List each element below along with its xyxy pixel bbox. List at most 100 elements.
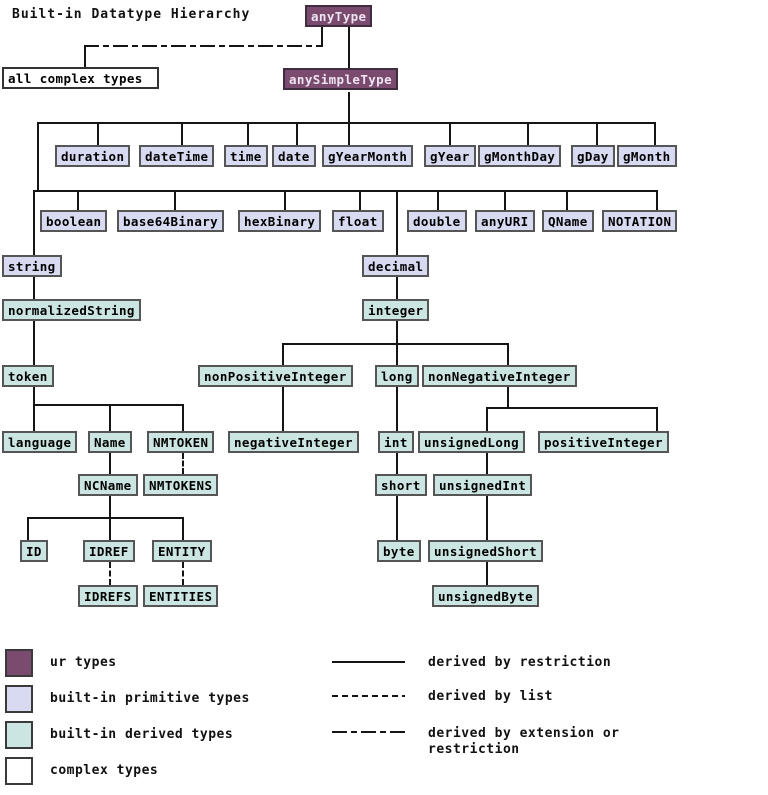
connector-line	[27, 517, 29, 540]
connector-line	[84, 46, 86, 68]
node-string: string	[2, 255, 62, 277]
connector-line	[486, 453, 488, 474]
connector-bus	[33, 404, 184, 406]
connector-line	[396, 343, 398, 365]
node-int: int	[378, 431, 414, 453]
connector-line	[181, 122, 183, 145]
node-gYear: gYear	[424, 145, 476, 167]
connector-line	[282, 387, 284, 431]
connector-line	[396, 190, 398, 255]
node-anyType: anyType	[305, 5, 373, 27]
node-Name: Name	[88, 431, 132, 453]
legend-line-dashdot	[332, 731, 405, 733]
connector-dashed-line	[182, 562, 184, 585]
node-duration: duration	[55, 145, 131, 167]
connector-line	[596, 122, 598, 145]
node-dateTime: dateTime	[139, 145, 215, 167]
connector-line	[359, 190, 361, 210]
connector-line	[507, 387, 509, 408]
diagram-title: Built-in Datatype Hierarchy	[12, 7, 251, 22]
legend-label-complex-types: complex types	[50, 763, 159, 778]
connector-dashed-line	[109, 562, 111, 585]
legend-label-primitive-types: built-in primitive types	[50, 691, 250, 706]
node-unsignedLong: unsignedLong	[418, 431, 526, 453]
connector-line	[348, 26, 350, 68]
node-ENTITIES: ENTITIES	[143, 585, 219, 607]
node-gMonthDay: gMonthDay	[478, 145, 562, 167]
node-hexBinary: hexBinary	[238, 210, 322, 232]
connector-line	[109, 453, 111, 474]
connector-line	[656, 407, 658, 431]
connector-line	[77, 190, 79, 210]
connector-bus	[27, 517, 184, 519]
connector-line	[396, 387, 398, 431]
connector-line	[33, 404, 35, 431]
legend-label-extension-or-restriction: derived by extension or restriction	[428, 726, 620, 757]
node-unsignedShort: unsignedShort	[428, 540, 544, 562]
connector-line	[486, 407, 488, 431]
connector-line	[284, 190, 286, 210]
node-float: float	[332, 210, 384, 232]
connector-line	[348, 92, 350, 123]
connector-line	[321, 26, 323, 47]
node-gYearMonth: gYearMonth	[322, 145, 414, 167]
connector-dashed-line	[182, 453, 184, 474]
connector-line	[174, 190, 176, 210]
connector-line	[97, 122, 99, 145]
connector-line	[656, 190, 658, 210]
connector-line	[182, 404, 184, 431]
connector-line	[33, 190, 35, 255]
connector-line	[486, 562, 488, 585]
connector-line	[486, 496, 488, 540]
legend-swatch-primitive-types	[5, 685, 33, 713]
node-integer: integer	[362, 299, 430, 321]
connector-line	[182, 517, 184, 540]
node-language: language	[2, 431, 78, 453]
node-short: short	[375, 474, 427, 496]
node-nonPositiveInteger: nonPositiveInteger	[198, 365, 353, 387]
node-anySimpleType: anySimpleType	[283, 68, 399, 90]
node-boolean: boolean	[40, 210, 108, 232]
connector-bus	[486, 407, 658, 409]
legend-label-ur-types: ur types	[50, 655, 117, 670]
node-double: double	[407, 210, 467, 232]
connector-line	[33, 277, 35, 299]
node-QName: QName	[542, 210, 594, 232]
legend-swatch-derived-types	[5, 721, 33, 749]
connector-line	[396, 453, 398, 474]
legend-label-restriction: derived by restriction	[428, 655, 612, 670]
node-NMTOKENS: NMTOKENS	[143, 474, 219, 496]
node-IDREF: IDREF	[83, 540, 135, 562]
node-normalizedString: normalizedString	[2, 299, 141, 321]
node-negativeInteger: negativeInteger	[228, 431, 359, 453]
connector-line	[109, 496, 111, 518]
node-gMonth: gMonth	[617, 145, 677, 167]
connector-line	[33, 321, 35, 365]
node-long: long	[375, 365, 419, 387]
node-anyURI: anyURI	[475, 210, 535, 232]
node-ID: ID	[20, 540, 48, 562]
connector-bus	[282, 343, 509, 345]
node-NCName: NCName	[78, 474, 138, 496]
connector-bus	[37, 122, 656, 124]
node-unsignedByte: unsignedByte	[432, 585, 540, 607]
connector-line	[348, 122, 350, 145]
node-all-complex-types: all complex types	[2, 67, 159, 89]
connector-line	[566, 190, 568, 210]
legend-swatch-ur-types	[5, 649, 33, 677]
connector-line	[507, 343, 509, 365]
connector-line	[527, 122, 529, 145]
node-nonNegativeInteger: nonNegativeInteger	[422, 365, 577, 387]
connector-line	[37, 122, 39, 191]
legend-line-solid	[332, 661, 405, 663]
connector-line	[33, 387, 35, 405]
connector-line	[282, 343, 284, 365]
node-NMTOKEN: NMTOKEN	[147, 431, 215, 453]
legend-label-list: derived by list	[428, 689, 553, 704]
node-gDay: gDay	[571, 145, 615, 167]
connector-line	[247, 122, 249, 145]
connector-line	[504, 190, 506, 210]
connector-line	[396, 277, 398, 299]
node-time: time	[224, 145, 268, 167]
connector-line	[109, 404, 111, 431]
